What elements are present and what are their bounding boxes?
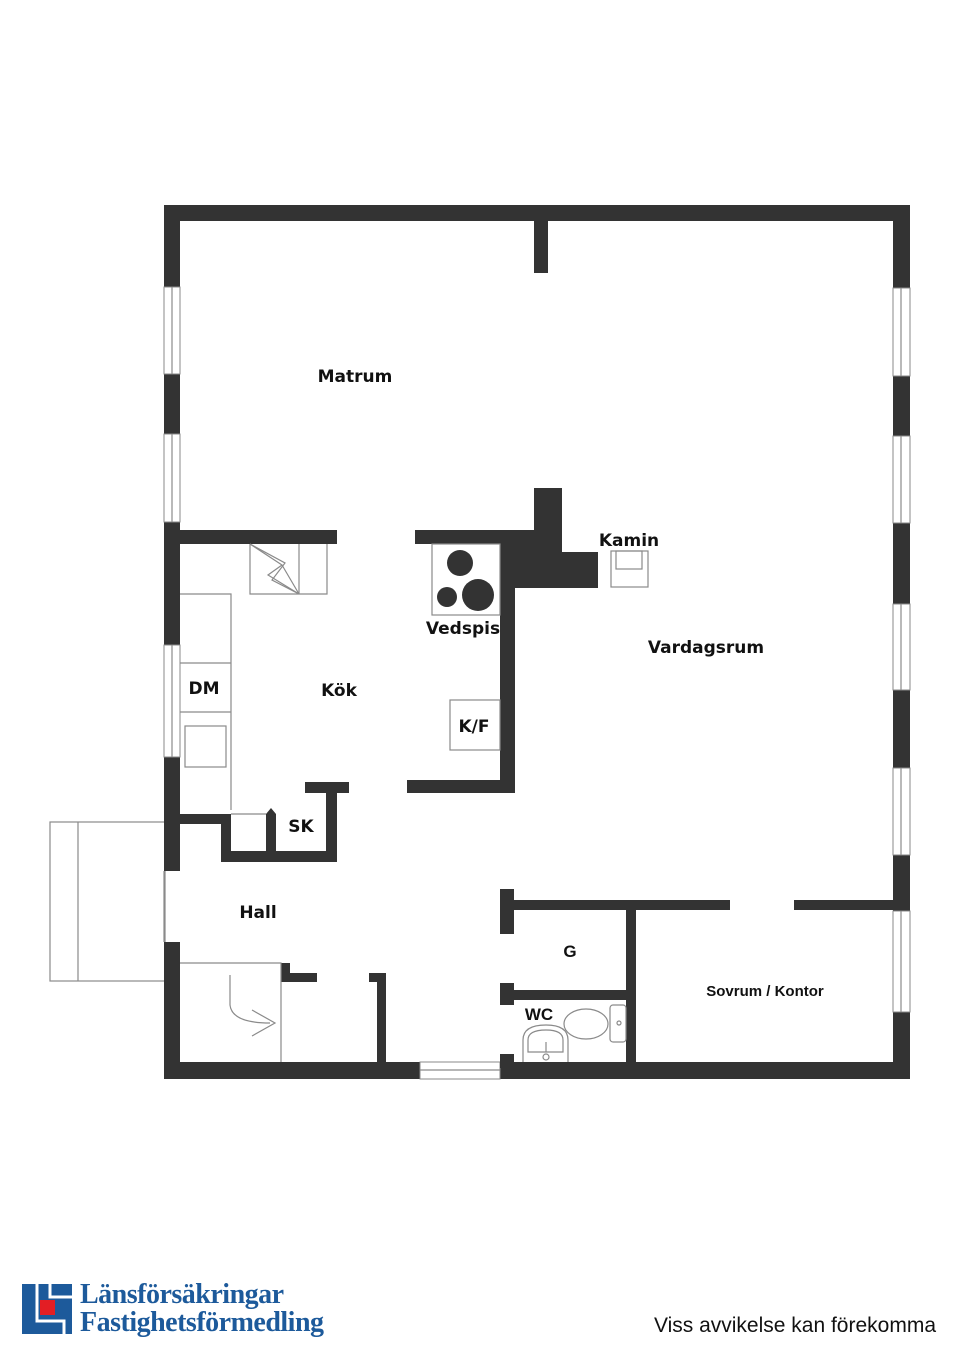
room-label-hall: Hall <box>239 903 276 923</box>
room-label-kok: Kök <box>321 681 358 701</box>
entrance-porch <box>49 821 166 982</box>
interior-walls <box>164 205 904 1068</box>
room-label-g: G <box>563 942 576 961</box>
brand-line-2: Fastighetsförmedling <box>80 1307 324 1338</box>
room-label-vardagsrum: Vardagsrum <box>648 638 764 658</box>
windows <box>163 286 911 1080</box>
room-label-sk: SK <box>288 817 314 837</box>
kitchen-fixtures <box>180 543 649 815</box>
disclaimer-text: Viss avvikelse kan förekomma <box>653 1314 936 1337</box>
room-label-dm: DM <box>188 679 219 699</box>
lansforsakringar-logo-icon <box>22 1284 72 1334</box>
room-label-sovrum-kontor: Sovrum / Kontor <box>706 983 824 1000</box>
brand-line-1: Länsförsäkringar <box>80 1279 284 1310</box>
room-label-matrum: Matrum <box>318 367 393 387</box>
outer-walls <box>164 205 910 1079</box>
room-labels: Matrum Kamin Vedspis Vardagsrum Kök DM K… <box>188 367 823 1024</box>
room-label-kf: K/F <box>459 717 490 737</box>
brand-name: Länsförsäkringar Fastighetsförmedling <box>80 1281 324 1337</box>
hall-fixtures <box>180 962 282 1062</box>
room-label-wc: WC <box>525 1005 553 1024</box>
wc-fixtures <box>522 1004 627 1062</box>
room-label-vedspis: Vedspis <box>426 619 500 639</box>
room-label-kamin: Kamin <box>599 531 659 551</box>
